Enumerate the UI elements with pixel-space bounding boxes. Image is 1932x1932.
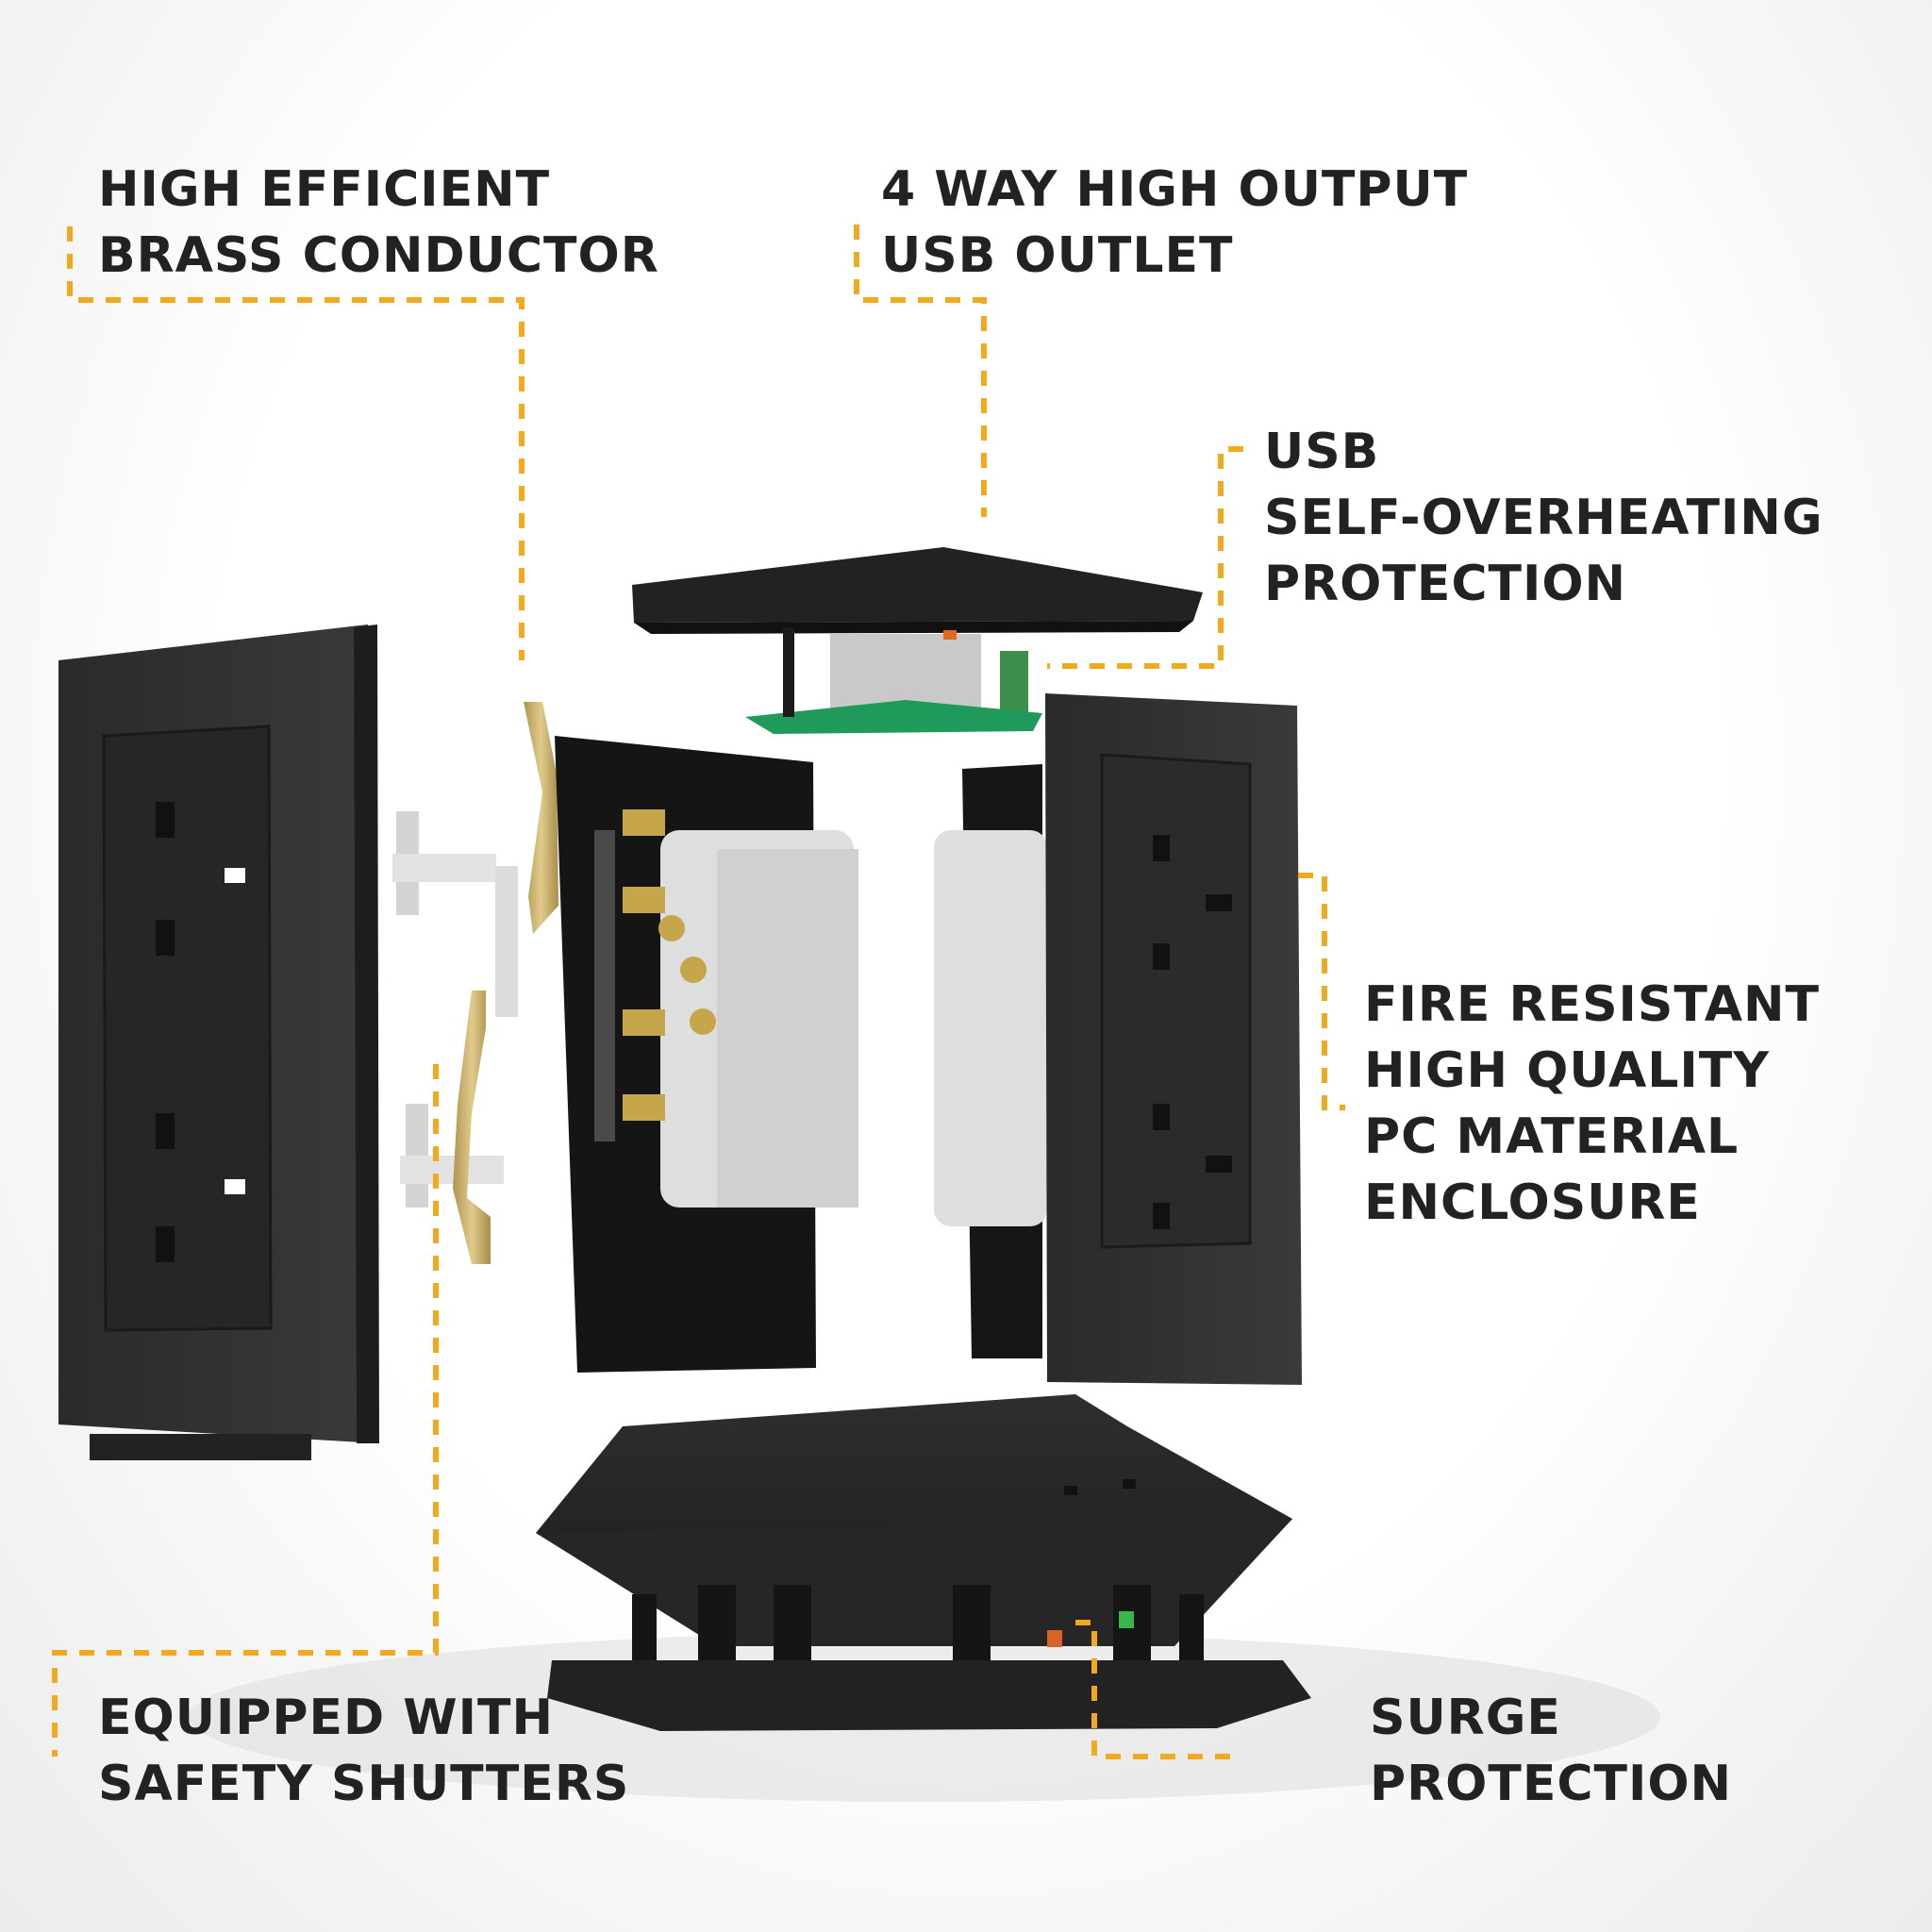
top-usb-cap	[632, 547, 1203, 734]
callout-safety-shutters: EQUIPPED WITH SAFETY SHUTTERS	[98, 1685, 629, 1817]
callout-usb-overheating: USB SELF-OVERHEATING PROTECTION	[1264, 419, 1824, 617]
callout-line: BRASS CONDUCTOR	[98, 227, 659, 284]
callout-line: SURGE	[1370, 1690, 1561, 1746]
leader-usb-outlet	[854, 225, 987, 517]
leader-brass-conductor	[67, 226, 525, 660]
callout-line: EQUIPPED WITH	[98, 1690, 555, 1746]
leader-usb-overheating	[1047, 446, 1243, 669]
callout-line: USB	[1264, 424, 1380, 480]
callout-surge-protection: SURGE PROTECTION	[1370, 1685, 1732, 1817]
trapezoid-base	[536, 1394, 1311, 1731]
surge-indicator-orange	[1047, 1630, 1062, 1647]
callout-fire-resistant: FIRE RESISTANT HIGH QUALITY PC MATERIAL …	[1364, 972, 1820, 1236]
callout-line: ENCLOSURE	[1364, 1174, 1701, 1231]
callout-line: HIGH QUALITY	[1364, 1042, 1770, 1099]
callout-line: PC MATERIAL	[1364, 1108, 1740, 1165]
leader-fire-resistant	[1298, 873, 1345, 1110]
callout-line: PROTECTION	[1264, 556, 1627, 612]
callout-line: SAFETY SHUTTERS	[98, 1756, 630, 1812]
callout-line: 4 WAY HIGH OUTPUT	[881, 161, 1469, 218]
callout-usb-outlet: 4 WAY HIGH OUTPUT USB OUTLET	[881, 157, 1468, 289]
leader-safety-shutters	[52, 1064, 439, 1757]
callout-brass-conductor: HIGH EFFICIENT BRASS CONDUCTOR	[98, 157, 659, 289]
right-socket-faceplate	[1045, 693, 1302, 1385]
safety-shutters	[392, 811, 518, 1208]
surge-indicator-green	[1119, 1611, 1134, 1628]
callout-line: USB OUTLET	[881, 227, 1234, 284]
brass-conductors	[453, 702, 558, 1264]
callout-line: SELF-OVERHEATING	[1264, 490, 1824, 546]
callout-line: HIGH EFFICIENT	[98, 161, 551, 218]
callout-line: FIRE RESISTANT	[1364, 976, 1821, 1033]
left-socket-faceplate	[58, 625, 379, 1460]
internal-socket-module	[555, 736, 1047, 1373]
leader-surge-protection	[1075, 1620, 1242, 1759]
callout-line: PROTECTION	[1370, 1756, 1733, 1812]
